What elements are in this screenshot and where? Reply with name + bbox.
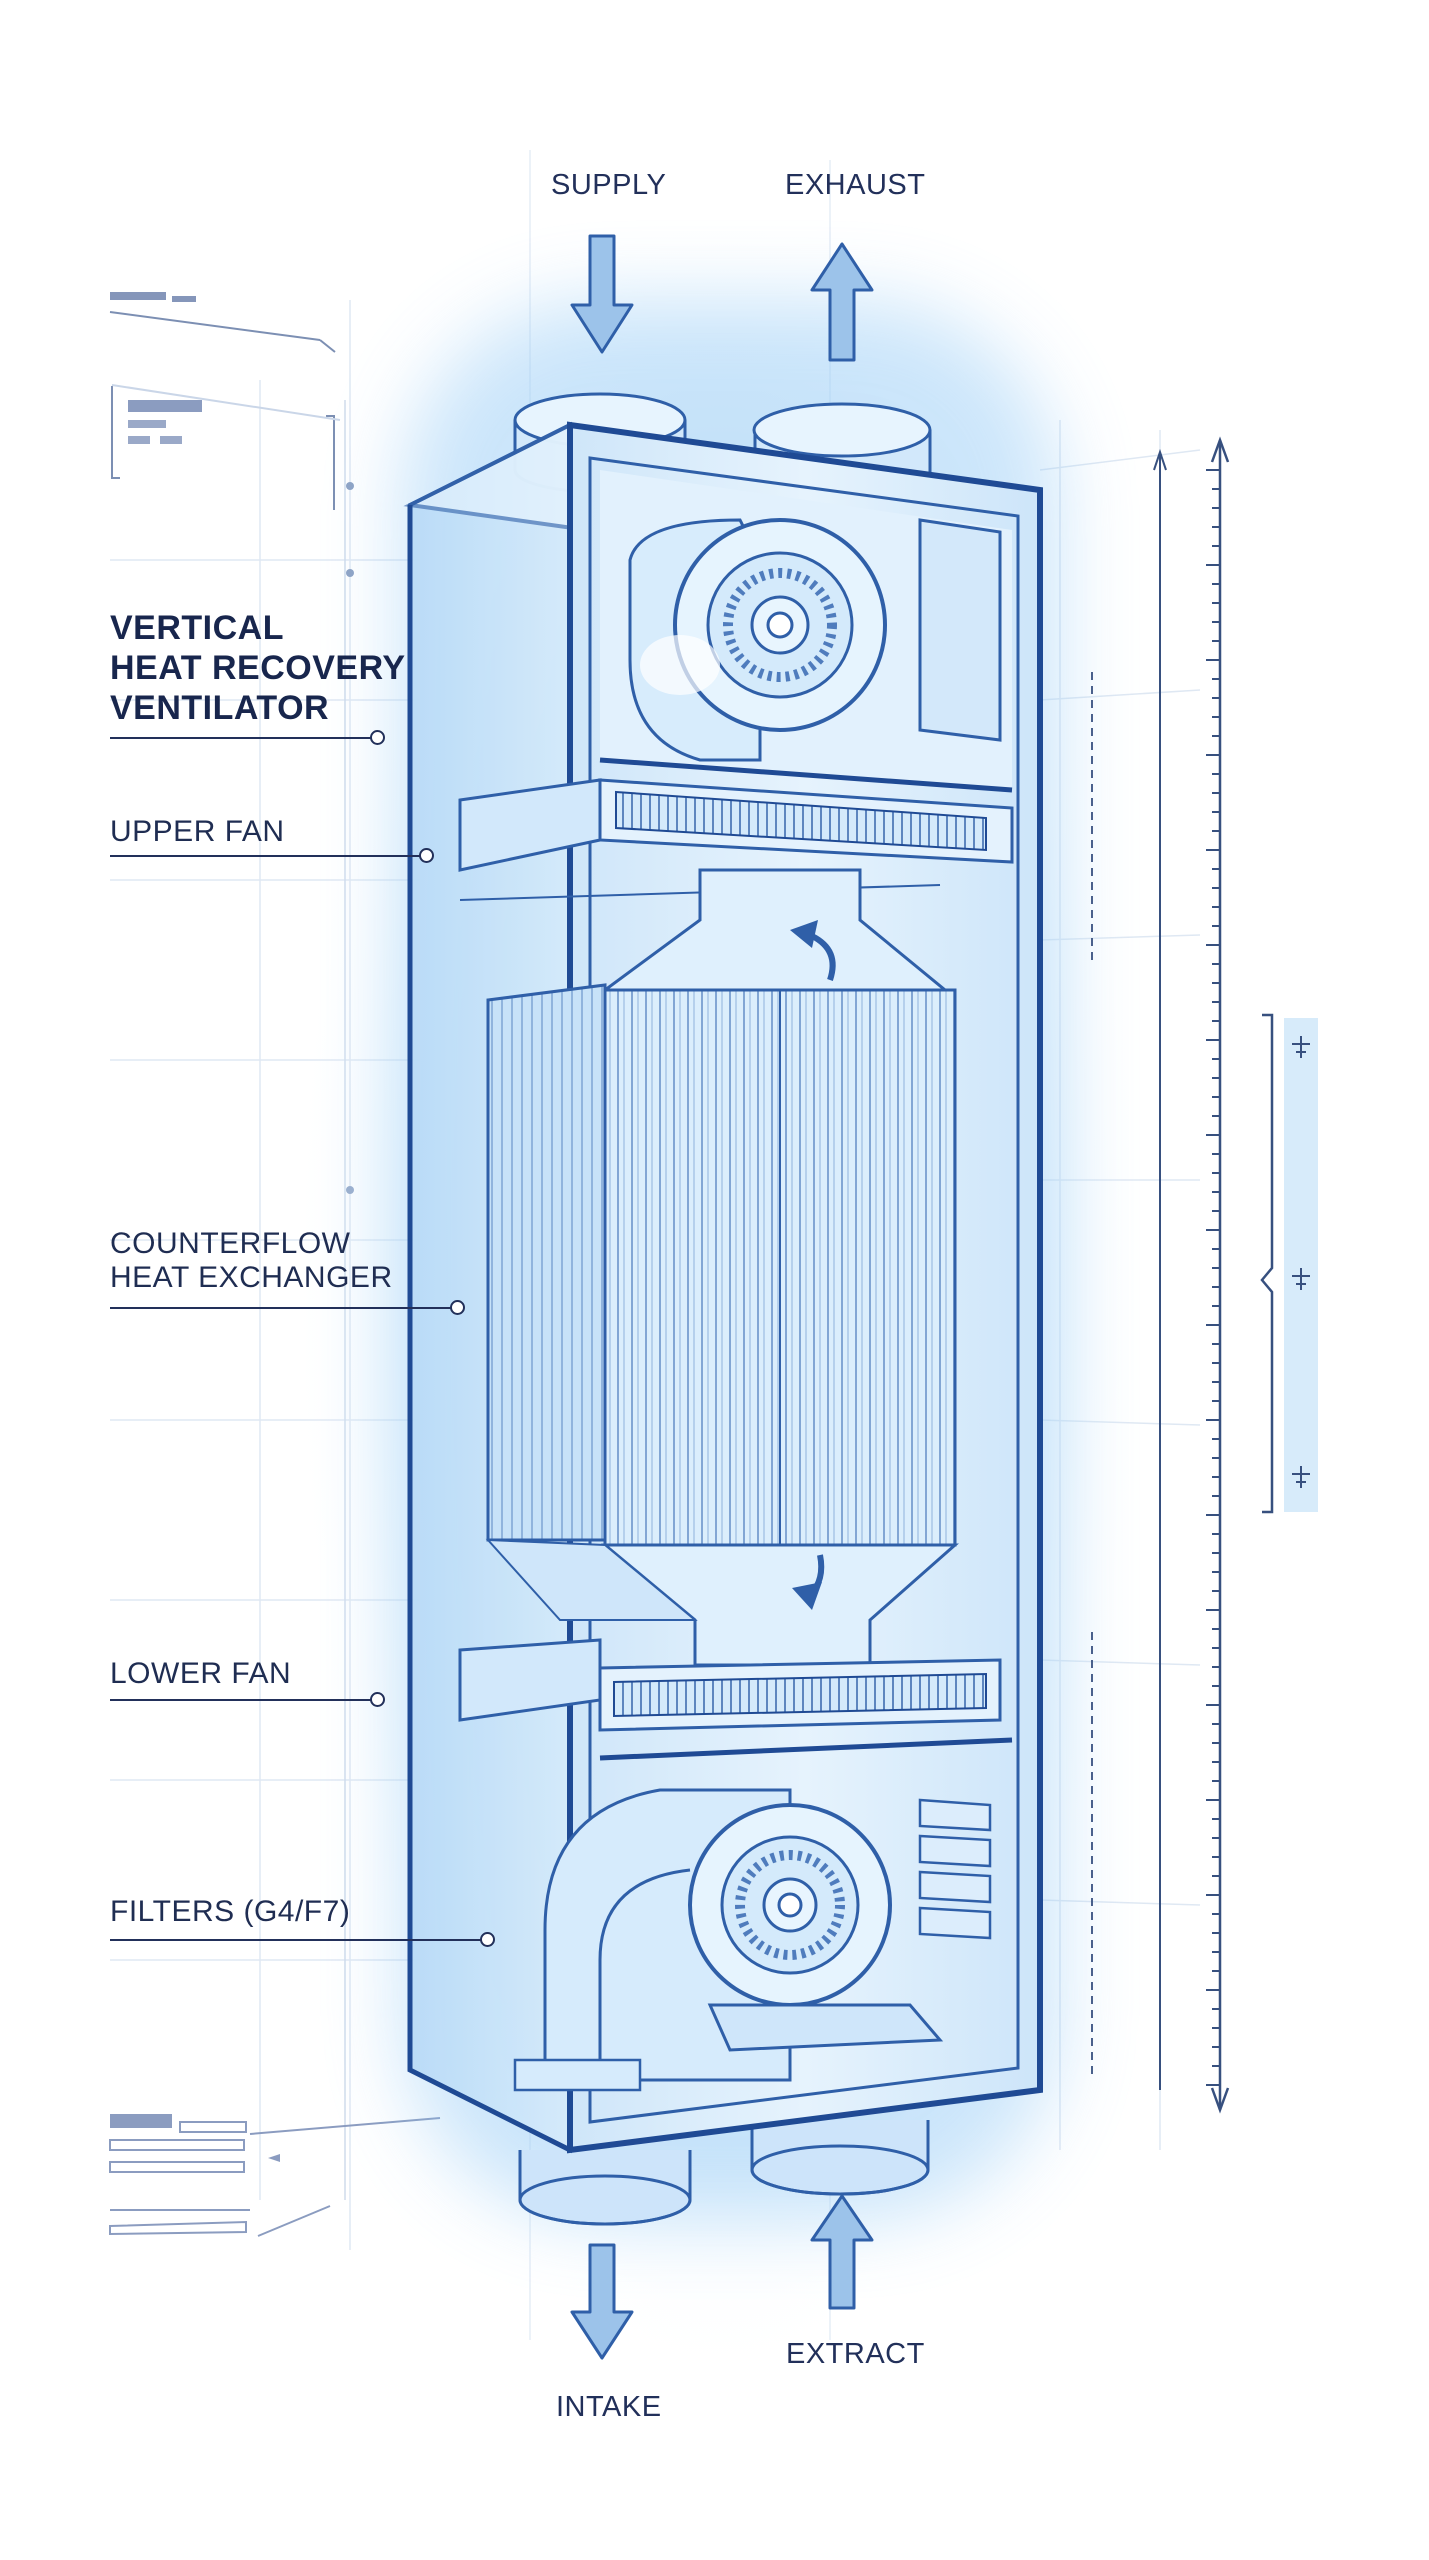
upper-fan-callout-dot bbox=[419, 848, 434, 863]
filters-label: FILTERS (G4/F7) bbox=[110, 1895, 351, 1928]
title-line-2: HEAT RECOVERY bbox=[110, 649, 406, 687]
lower-fan-compartment bbox=[513, 1788, 992, 2092]
upper-fan-label: UPPER FAN bbox=[110, 815, 285, 848]
filters-callout-line bbox=[110, 1939, 482, 1941]
bottom-duct-collars bbox=[518, 2120, 930, 2226]
supply-label: SUPPLY bbox=[551, 169, 667, 201]
filters-callout-dot bbox=[480, 1932, 495, 1947]
dimension-label-strip bbox=[1284, 1018, 1318, 1512]
intake-arrow-down-icon bbox=[570, 2243, 634, 2360]
intake-label: INTAKE bbox=[556, 2391, 662, 2423]
height-dimension-ruler bbox=[1091, 436, 1274, 2114]
lower-fan-callout-line bbox=[110, 1699, 376, 1701]
title-callout-line bbox=[110, 737, 376, 739]
heat-exchanger-callout-line bbox=[110, 1307, 452, 1309]
title-line-1: VERTICAL bbox=[110, 609, 284, 647]
upper-filter bbox=[458, 778, 1014, 901]
supply-arrow-down-icon bbox=[570, 234, 634, 354]
title-block-decor-top bbox=[109, 292, 354, 1194]
title-callout-dot bbox=[370, 730, 385, 745]
exhaust-label: EXHAUST bbox=[785, 169, 926, 201]
lower-filter bbox=[458, 1638, 1013, 1761]
upper-fan-callout-line bbox=[110, 855, 420, 857]
lower-fan-callout-dot bbox=[370, 1692, 385, 1707]
counterflow-heat-exchanger bbox=[485, 868, 959, 1667]
upper-fan-compartment bbox=[599, 470, 1013, 793]
diagram-title: VERTICAL HEAT RECOVERY VENTILATOR bbox=[110, 608, 406, 728]
ruler-ticks bbox=[1206, 469, 1220, 2086]
extract-arrow-up-icon bbox=[810, 2194, 874, 2310]
lower-fan-label: LOWER FAN bbox=[110, 1657, 292, 1690]
heat-exchanger-label-line-2: HEAT EXCHANGER bbox=[110, 1261, 393, 1294]
title-block-decor-bottom bbox=[109, 2114, 441, 2237]
heat-exchanger-label: COUNTERFLOW HEAT EXCHANGER bbox=[110, 1227, 393, 1295]
extract-label: EXTRACT bbox=[786, 2338, 925, 2370]
airflow-arrows bbox=[570, 234, 874, 2360]
title-line-3: VENTILATOR bbox=[110, 689, 330, 727]
heat-exchanger-label-line-1: COUNTERFLOW bbox=[110, 1227, 351, 1260]
exhaust-arrow-up-icon bbox=[810, 242, 874, 362]
heat-exchanger-callout-dot bbox=[450, 1300, 465, 1315]
